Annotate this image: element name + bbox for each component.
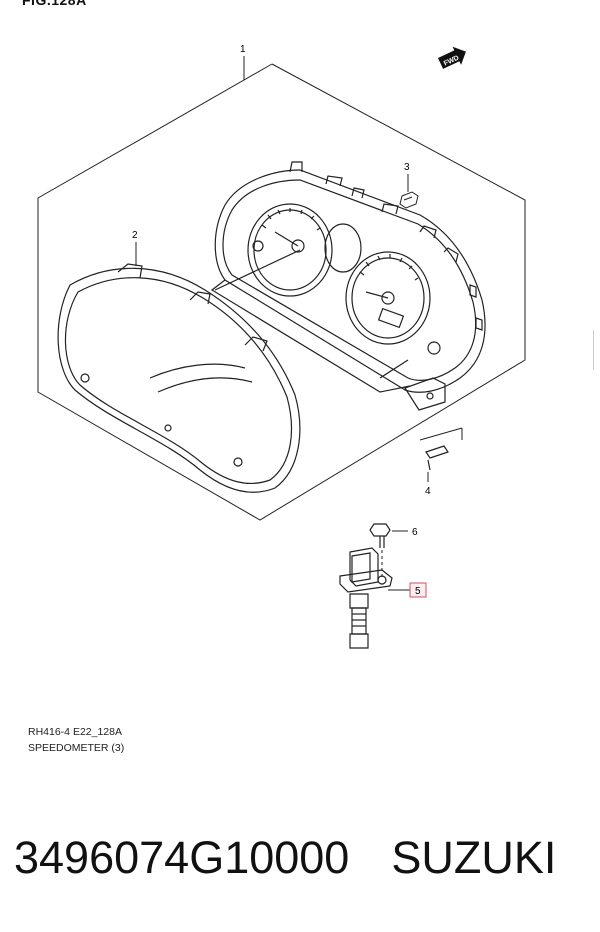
callout-6: 6 bbox=[412, 527, 418, 538]
figure-title: FIG.128A bbox=[22, 0, 87, 8]
screw-part-4 bbox=[425, 445, 449, 471]
callout-2: 2 bbox=[132, 230, 138, 241]
callout-1: 1 bbox=[240, 44, 246, 55]
exploded-parts-diagram: 1 FWD 3 2 bbox=[37, 44, 526, 649]
clip-part-3 bbox=[399, 191, 419, 209]
instrument-cluster-part-1 bbox=[210, 161, 486, 411]
bolt-part-6 bbox=[369, 523, 391, 548]
diagram-code: RH416-4 E22_128A bbox=[28, 726, 122, 738]
bracket-4 bbox=[419, 427, 463, 441]
callout-5-highlight bbox=[409, 582, 427, 598]
scroll-edge bbox=[593, 330, 600, 370]
part-line: 3496074G10000 SUZUKI bbox=[14, 832, 556, 884]
callout-5: 5 bbox=[415, 586, 421, 597]
part-info-band bbox=[0, 780, 600, 932]
callout-4: 4 bbox=[425, 486, 431, 497]
diagram-name: SPEEDOMETER (3) bbox=[28, 742, 125, 754]
callout-3: 3 bbox=[404, 162, 410, 173]
part-number: 3496074G10000 bbox=[14, 832, 350, 883]
assembly-bracket bbox=[37, 63, 526, 521]
brand-name: SUZUKI bbox=[391, 832, 557, 883]
fwd-arrow-badge: FWD bbox=[438, 46, 466, 69]
speed-sensor-part-5 bbox=[339, 547, 393, 649]
lens-part-2 bbox=[57, 263, 301, 493]
